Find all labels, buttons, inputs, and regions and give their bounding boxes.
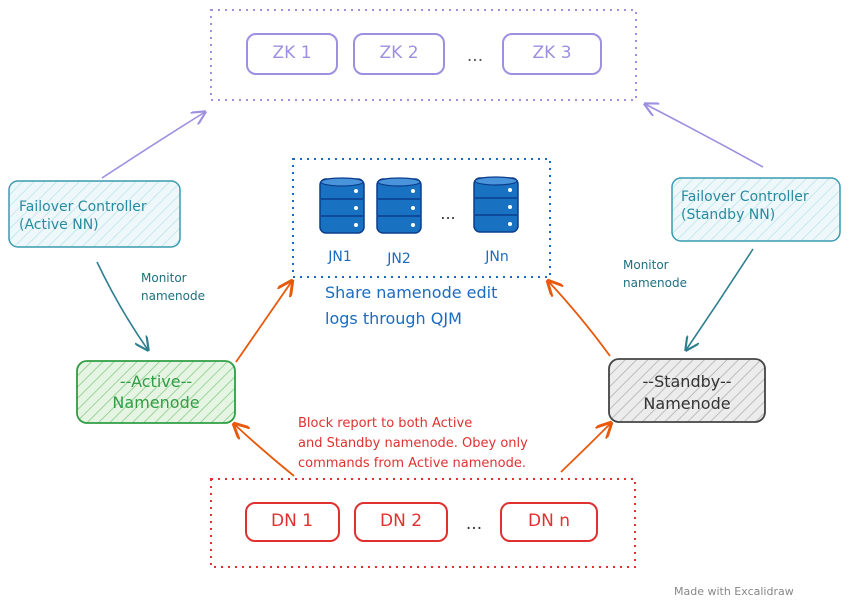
excalidraw-watermark: Made with Excalidraw [674,585,794,598]
arrow-failover-standby-to-zk [645,104,764,168]
arrow-standby-to-journal [548,281,611,357]
arrow-failover-active-to-zk [101,112,205,179]
datanode-group-border [210,478,636,568]
zk-node-2-label: ZK 2 [379,43,419,63]
arrow-datanodes-to-standby [560,423,611,473]
datanode-2-label: DN 2 [379,511,423,531]
datanode-ellipsis: ... [465,514,483,534]
monitor-right-line1: Monitor [623,258,669,272]
journal-node-1-label: JN1 [328,249,352,265]
monitor-left-line1: Monitor [141,271,187,285]
monitor-right-line2: namenode [623,276,687,290]
journal-node-1-db-icon [319,177,365,234]
failover-standby-line2: (Standby NN) [681,207,776,223]
failover-active-line1: Failover Controller [19,199,147,215]
journal-group-border [292,158,551,278]
arrow-monitor-active [96,261,148,350]
datanode-1-label: DN 1 [270,511,314,531]
failover-active-box [8,180,181,248]
block-report-line3: commands from Active namenode. [298,456,526,471]
journal-caption-line1: Share namenode edit [325,283,498,302]
standby-namenode-box [608,358,766,423]
journal-node-2-label: JN2 [387,251,411,267]
active-namenode-line2: Namenode [112,393,200,412]
zk-ellipsis: ... [466,46,484,66]
datanode-2-box [354,502,448,542]
standby-namenode-line1: --Standby-- [642,372,732,391]
arrow-monitor-standby [686,248,754,350]
journal-node-n-db-icon [473,176,519,233]
zookeeper-group-border [210,9,637,101]
zk-node-1-box [246,33,338,75]
block-report-line1: Block report to both Active [298,416,473,431]
zk-node-3-box [502,33,602,75]
journal-caption-line2: logs through QJM [325,309,462,328]
datanode-1-box [245,502,340,542]
monitor-left-line2: namenode [141,289,205,303]
zk-node-1-label: ZK 1 [272,43,312,63]
arrow-active-to-journal [235,281,292,363]
active-namenode-box [76,360,236,424]
block-report-line2: and Standby namenode. Obey only [298,436,528,451]
journal-node-n-label: JNn [485,249,509,265]
journal-node-2-db-icon [376,177,422,234]
failover-standby-line1: Failover Controller [681,189,809,205]
arrow-datanodes-to-active [234,424,295,477]
zk-node-2-box [353,33,445,75]
active-namenode-line1: --Active-- [119,372,193,391]
failover-standby-box [671,177,841,242]
failover-active-line2: (Active NN) [19,217,99,233]
datanode-n-label: DN n [528,511,570,531]
zk-node-3-label: ZK 3 [532,43,572,63]
standby-namenode-line2: Namenode [643,394,731,413]
datanode-n-box [500,502,598,542]
journal-ellipsis: ... [440,204,456,223]
